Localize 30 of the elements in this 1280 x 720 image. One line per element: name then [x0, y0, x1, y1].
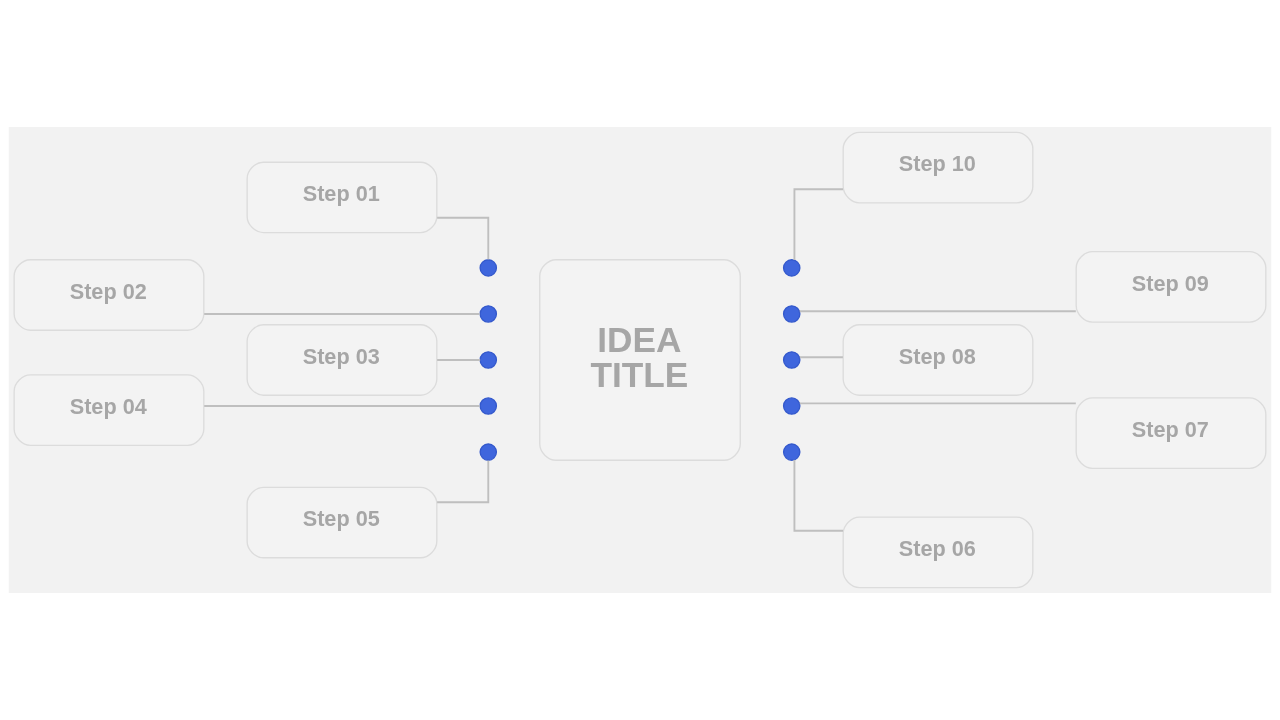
- connector: [798, 356, 844, 359]
- node-circle: [782, 397, 801, 415]
- connector: [793, 459, 844, 532]
- node-circle: [782, 259, 801, 277]
- node-box: Step 01: [246, 161, 438, 234]
- connector: [436, 459, 490, 504]
- node-box: Step 09: [1075, 250, 1267, 323]
- connector: [203, 313, 481, 315]
- connector: [436, 216, 490, 261]
- node-circle: [479, 397, 498, 415]
- node-circle: [479, 443, 498, 461]
- node-box: Step 10: [842, 131, 1034, 204]
- node-circle: [479, 259, 498, 277]
- node-box: Step 06: [842, 516, 1034, 589]
- node-box: Step 04: [13, 374, 205, 446]
- node-circle: [479, 305, 498, 323]
- connector: [203, 405, 481, 407]
- node-box: Step 07: [1075, 397, 1267, 470]
- connector: [798, 310, 1077, 313]
- node-circle: [782, 351, 801, 369]
- node-box: Step 03: [246, 324, 438, 396]
- connector: [793, 188, 844, 261]
- node-circle: [782, 443, 801, 461]
- connector: [798, 402, 1077, 405]
- node-box: Step 08: [842, 324, 1034, 396]
- connector: [436, 359, 482, 361]
- node-circle: [479, 351, 498, 369]
- node-box: Step 05: [246, 486, 438, 559]
- node-circle: [782, 305, 801, 323]
- node-box: Step 02: [13, 259, 205, 331]
